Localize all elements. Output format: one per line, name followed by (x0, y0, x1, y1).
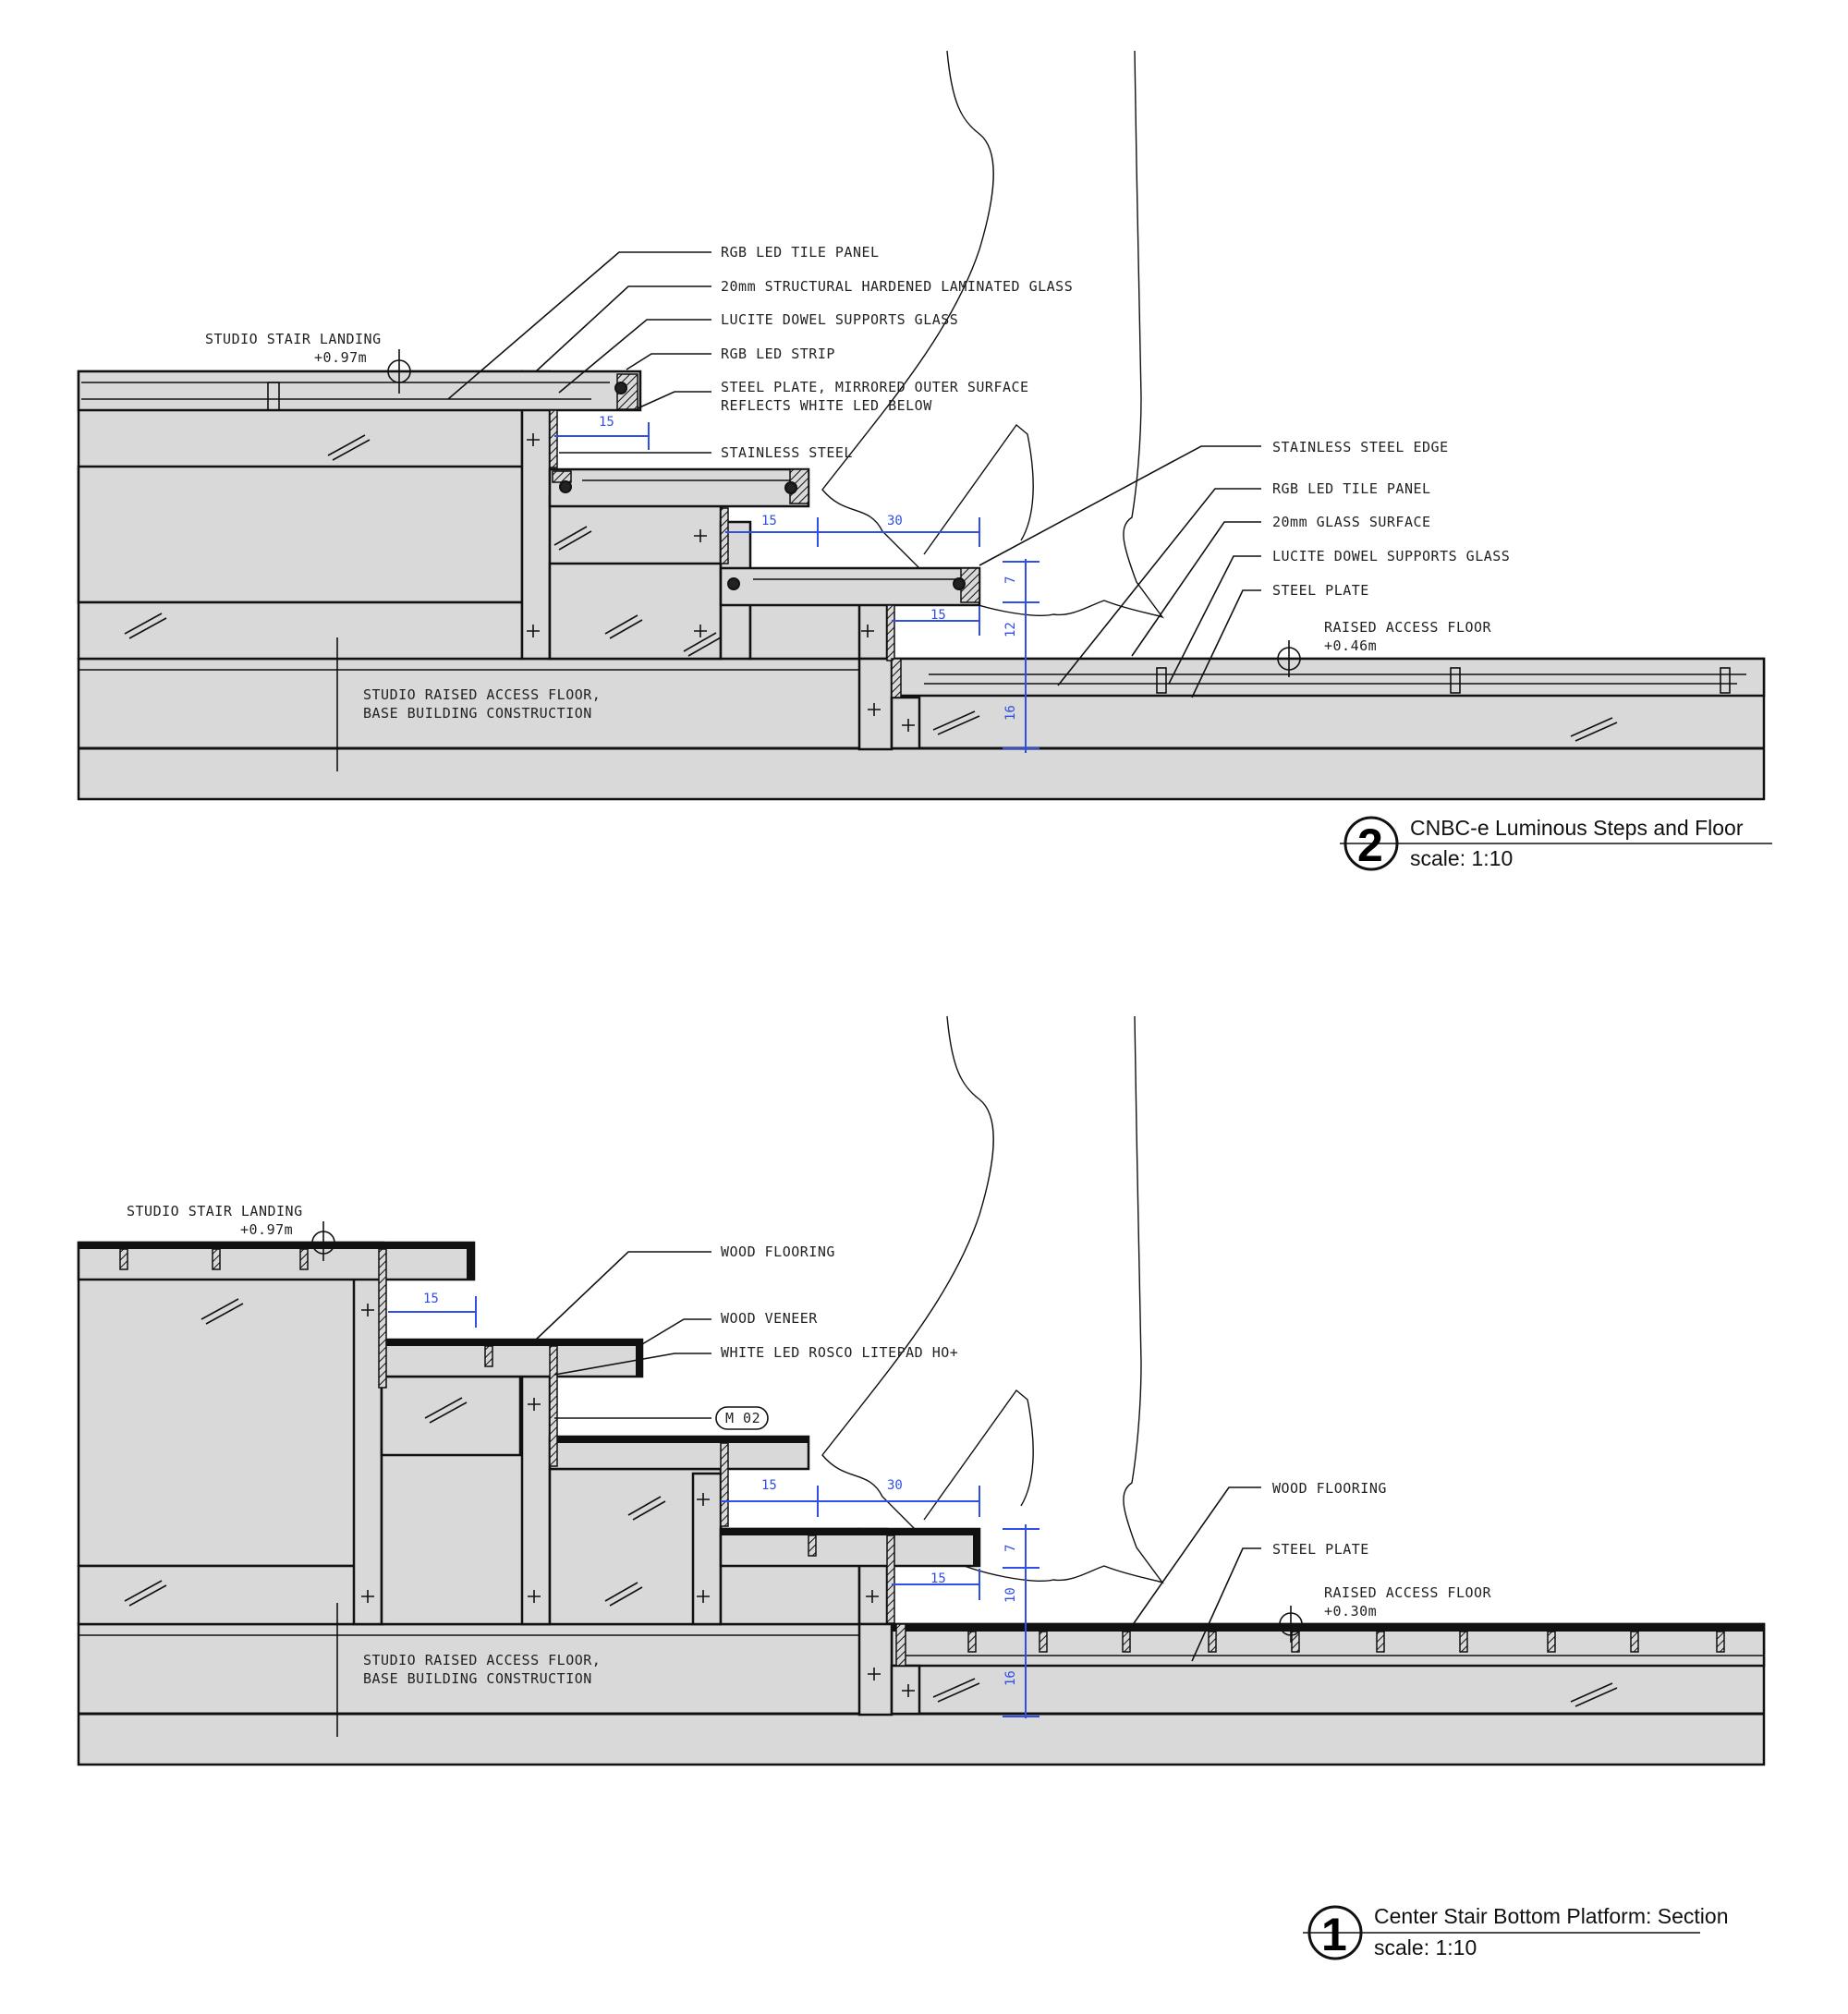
leaders-right (1131, 1486, 1261, 1662)
landing-glass (77, 370, 642, 412)
dim-floor-depth: 16 (1003, 1670, 1018, 1686)
dim-tread-b: 15 (761, 1478, 777, 1493)
callout: 20mm STRUCTURAL HARDENED LAMINATED GLASS (721, 278, 1073, 295)
dim-tread-a: 15 (423, 1292, 439, 1306)
callout: WOOD FLOORING (721, 1244, 835, 1260)
callout: REFLECTS WHITE LED BELOW (721, 397, 932, 414)
dim-tread-a: 15 (599, 415, 614, 430)
callout: STEEL PLATE (1272, 582, 1369, 599)
dim-run: 30 (887, 514, 903, 528)
detail-tag: M 02 (725, 1410, 760, 1426)
callout: LUCITE DOWEL SUPPORTS GLASS (1272, 548, 1510, 564)
section-scale: scale: 1:10 (1374, 1935, 1477, 1959)
base-note: BASE BUILDING CONSTRUCTION (363, 705, 592, 722)
dim-riser-mid: 10 (1003, 1587, 1018, 1603)
leaders-left (535, 1251, 711, 1419)
callout: RGB LED TILE PANEL (721, 244, 880, 261)
break-marks (124, 1298, 1618, 1707)
section-2-drawing: 15 15 30 15 7 12 16 STUDIO STAIR LANDING… (77, 50, 1772, 871)
dim-lower-tread: 15 (930, 1571, 946, 1586)
landing-level: +0.97m (314, 349, 367, 366)
dim-riser-top: 7 (1003, 576, 1018, 584)
section-number: 2 (1357, 819, 1383, 871)
level-marker-landing (387, 349, 411, 394)
floor-level: +0.46m (1324, 637, 1377, 654)
landing-level: +0.97m (240, 1221, 293, 1238)
callout: WHITE LED ROSCO LITEPAD HO+ (721, 1344, 958, 1361)
callout: WOOD FLOORING (1272, 1480, 1387, 1497)
level-marker-floor (1279, 1606, 1303, 1643)
leaders-right (979, 445, 1261, 698)
callout: RGB LED STRIP (721, 346, 835, 362)
level-marker-floor (1277, 640, 1301, 677)
section-title: Center Stair Bottom Platform: Section (1374, 1904, 1729, 1928)
foot-heel-bottom (923, 1389, 1034, 1521)
title-block-1: 1 Center Stair Bottom Platform: Section … (1303, 1904, 1729, 1960)
dim-riser-top: 7 (1003, 1545, 1018, 1552)
floor-tile-layer (890, 657, 1766, 698)
dim-floor-depth: 16 (1003, 705, 1018, 721)
fastener-marks (527, 433, 915, 732)
dim-tread-b: 15 (761, 514, 777, 528)
foot-heel-top (923, 423, 1034, 555)
callout: LUCITE DOWEL SUPPORTS GLASS (721, 311, 958, 328)
callout: 20mm GLASS SURFACE (1272, 514, 1431, 530)
callout: STAINLESS STEEL (721, 444, 853, 461)
floor-level: +0.30m (1324, 1603, 1377, 1620)
dimension-lines-bottom (388, 1296, 1040, 1718)
section-title: CNBC-e Luminous Steps and Floor (1410, 816, 1744, 840)
floor-label: RAISED ACCESS FLOOR (1324, 1584, 1492, 1601)
landing-block (77, 1241, 385, 1568)
floor-dowels (1156, 667, 1731, 694)
title-block-2: 2 CNBC-e Luminous Steps and Floor scale:… (1340, 816, 1772, 871)
step-2 (719, 566, 981, 607)
wood-joists (119, 1248, 1725, 1667)
break-marks (124, 434, 1618, 742)
fastener-marks (361, 1304, 915, 1697)
base-note: BASE BUILDING CONSTRUCTION (363, 1670, 592, 1687)
callout: STEEL PLATE (1272, 1541, 1369, 1558)
leaders-left (447, 251, 711, 454)
level-marker-landing (311, 1221, 335, 1261)
dimension-lines-top (554, 422, 1040, 753)
dim-lower-tread: 15 (930, 608, 946, 623)
callout: RGB LED TILE PANEL (1272, 480, 1431, 497)
callout: STEEL PLATE, MIRRORED OUTER SURFACE (721, 379, 1029, 395)
foot-outline-top (821, 50, 1164, 619)
floor-label: RAISED ACCESS FLOOR (1324, 619, 1492, 636)
landing-label: STUDIO STAIR LANDING (127, 1203, 303, 1219)
step-1 (548, 467, 810, 508)
foot-outline-bottom (821, 1015, 1164, 1584)
tag-bubble (715, 1406, 769, 1430)
base-note: STUDIO RAISED ACCESS FLOOR, (363, 686, 601, 703)
base-note: STUDIO RAISED ACCESS FLOOR, (363, 1652, 601, 1668)
callout: WOOD VENEER (721, 1310, 818, 1327)
section-number: 1 (1321, 1909, 1347, 1960)
dim-riser-mid: 12 (1003, 622, 1018, 637)
landing-label: STUDIO STAIR LANDING (205, 331, 382, 347)
callout: STAINLESS STEEL EDGE (1272, 439, 1449, 455)
section-1-drawing: 15 15 30 15 7 10 16 STUDIO STAIR LANDING… (77, 1015, 1766, 1960)
dim-run: 30 (887, 1478, 903, 1493)
section-scale: scale: 1:10 (1410, 846, 1513, 870)
